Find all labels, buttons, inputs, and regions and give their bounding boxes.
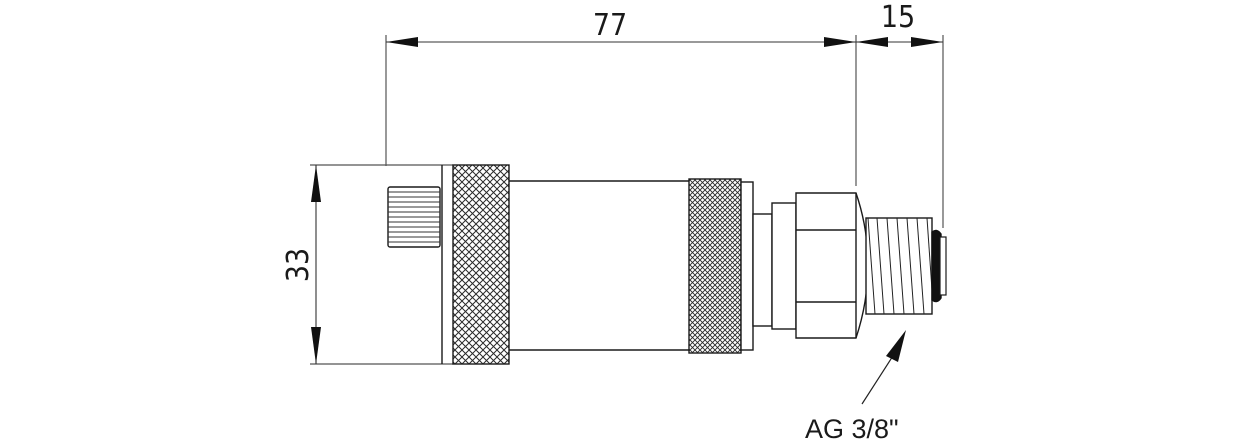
- body-sleeve: [509, 180, 689, 351]
- dimension-15: 15: [856, 0, 944, 228]
- knurled-nut-small: [688, 178, 742, 354]
- ring: [740, 181, 754, 351]
- dimension-33-label: 33: [281, 248, 316, 282]
- o-ring: [931, 229, 942, 303]
- arrowhead-left-icon: [856, 37, 888, 47]
- thread-callout: AG 3/8": [805, 330, 906, 444]
- dimension-15-label: 15: [881, 0, 915, 35]
- connector: [387, 164, 947, 365]
- knurled-nut-large: [452, 164, 510, 365]
- collar: [771, 202, 797, 330]
- leader-arrowhead-icon: [886, 330, 906, 362]
- end-cap: [939, 236, 947, 296]
- dimension-77: 77: [385, 8, 857, 186]
- dimension-77-label: 77: [593, 8, 627, 43]
- arrowhead-right-icon: [824, 37, 856, 47]
- thread-callout-label: AG 3/8": [805, 414, 899, 444]
- arrowhead-down-icon: [311, 327, 321, 364]
- external-thread: [865, 217, 933, 315]
- dimension-33: 33: [281, 164, 453, 365]
- cable-grip-ribbed: [387, 186, 441, 248]
- step: [752, 213, 773, 327]
- arrowhead-left-icon: [386, 37, 418, 47]
- arrowhead-up-icon: [311, 165, 321, 202]
- arrowhead-right-icon: [911, 37, 943, 47]
- hex-nut: [795, 192, 869, 339]
